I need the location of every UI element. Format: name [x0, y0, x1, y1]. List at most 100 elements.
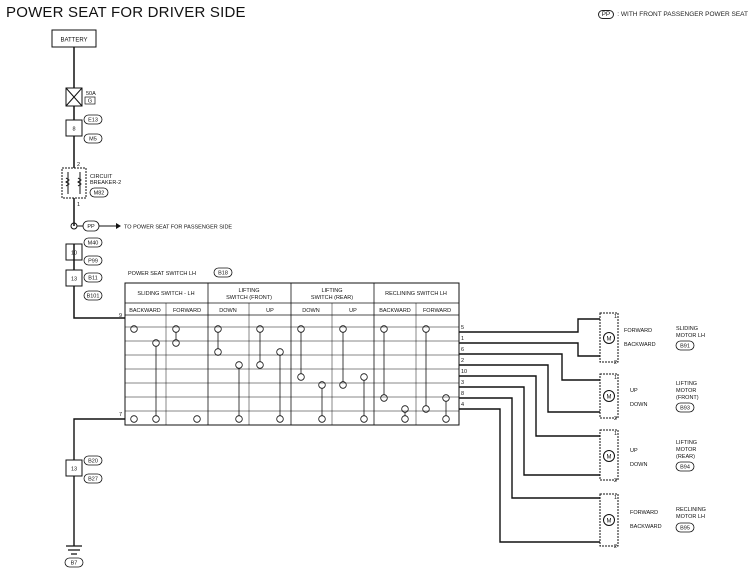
switch-block: SLIDING SWITCH - LH LIFTING SWITCH (FRON… — [119, 282, 467, 426]
svg-text:MOTOR: MOTOR — [676, 447, 696, 453]
svg-text:UP: UP — [349, 308, 357, 314]
svg-text:MOTOR LH: MOTOR LH — [676, 333, 705, 339]
svg-text:FORWARD: FORWARD — [630, 510, 658, 516]
svg-text:B95: B95 — [680, 526, 690, 532]
ground-wire: 13 B20 B27 — [65, 418, 125, 546]
svg-text:2: 2 — [614, 416, 617, 422]
svg-text:B27: B27 — [88, 477, 98, 483]
svg-text:B94: B94 — [680, 465, 690, 471]
svg-text:13: 13 — [71, 277, 77, 283]
svg-text:TO POWER SEAT FOR PASSENGER SI: TO POWER SEAT FOR PASSENGER SIDE — [124, 225, 232, 231]
svg-text:(REAR): (REAR) — [676, 454, 695, 460]
svg-text:CIRCUIT: CIRCUIT — [90, 174, 113, 180]
diagram-title: POWER SEAT FOR DRIVER SIDE — [6, 4, 246, 21]
svg-text:SLIDING SWITCH - LH: SLIDING SWITCH - LH — [137, 291, 194, 297]
svg-text:BACKWARD: BACKWARD — [129, 308, 161, 314]
svg-text:MOTOR: MOTOR — [676, 388, 696, 394]
battery-label: BATTERY — [60, 38, 87, 44]
svg-text:10: 10 — [461, 369, 467, 375]
svg-text:8: 8 — [72, 127, 75, 133]
svg-text:(FRONT): (FRONT) — [676, 395, 699, 401]
svg-text:5: 5 — [461, 325, 464, 331]
switch-block-id-pill — [213, 267, 233, 278]
fuse: 50A G — [65, 87, 96, 107]
svg-text:1: 1 — [614, 431, 617, 437]
motor-lifting-front: M 1 2 UP DOWN LIFTING MOTOR (FRONT) B93 — [599, 373, 699, 422]
ground-icon: B7 — [64, 545, 84, 568]
svg-text:2: 2 — [614, 544, 617, 550]
svg-text:B7: B7 — [71, 561, 78, 567]
svg-text:LIFTING: LIFTING — [676, 440, 697, 446]
svg-text:9: 9 — [119, 313, 122, 319]
svg-text:DOWN: DOWN — [630, 462, 647, 468]
switch-block-title: POWER SEAT SWITCH LH — [128, 271, 196, 277]
svg-text:1: 1 — [614, 375, 617, 381]
svg-text:M: M — [607, 395, 612, 401]
battery-box — [51, 29, 97, 48]
svg-text:3: 3 — [461, 380, 464, 386]
svg-text:M82: M82 — [94, 191, 105, 197]
motor-wires — [459, 318, 600, 543]
svg-text:UP: UP — [266, 308, 274, 314]
svg-text:P99: P99 — [88, 259, 98, 265]
power-feed-wire — [73, 47, 125, 319]
legend-code: PP — [597, 10, 615, 19]
svg-text:1: 1 — [461, 336, 464, 342]
svg-text:PP: PP — [87, 224, 95, 230]
svg-text:SLIDING: SLIDING — [676, 326, 698, 332]
svg-text:M: M — [607, 455, 612, 461]
svg-text:UP: UP — [630, 388, 638, 394]
svg-text:FORWARD: FORWARD — [624, 328, 652, 334]
svg-text:DOWN: DOWN — [302, 308, 319, 314]
motor-sliding: M 1 2 FORWARD BACKWARD SLIDING MOTOR LH … — [599, 312, 705, 366]
svg-text:B93: B93 — [680, 406, 690, 412]
svg-text:2: 2 — [461, 358, 464, 364]
connector-m40-p99: 10 M40 P99 — [65, 237, 103, 266]
svg-text:M: M — [607, 519, 612, 525]
svg-text:SWITCH (FRONT): SWITCH (FRONT) — [226, 295, 272, 301]
switch-block-id: B18 — [218, 271, 228, 277]
svg-text:M: M — [607, 337, 612, 343]
svg-text:13: 13 — [71, 467, 77, 473]
svg-text:SWITCH (REAR): SWITCH (REAR) — [311, 295, 353, 301]
svg-text:2: 2 — [614, 478, 617, 484]
motor-reclining: M 1 2 FORWARD BACKWARD RECLINING MOTOR L… — [599, 493, 706, 550]
passenger-link: PP TO POWER SEAT FOR PASSENGER SIDE — [70, 220, 232, 232]
svg-text:RECLINING SWITCH LH: RECLINING SWITCH LH — [385, 291, 447, 297]
circuit-breaker: 2 CIRCUIT BREAKER-2 M82 1 — [61, 162, 121, 208]
svg-text:8: 8 — [461, 391, 464, 397]
svg-text:B11: B11 — [88, 276, 97, 282]
svg-text:10: 10 — [71, 251, 77, 257]
svg-text:MOTOR LH: MOTOR LH — [676, 514, 705, 520]
svg-text:2: 2 — [614, 360, 617, 366]
svg-text:4: 4 — [461, 402, 464, 408]
svg-text:G: G — [88, 99, 92, 105]
svg-text:LIFTING: LIFTING — [676, 381, 697, 387]
svg-text:UP: UP — [630, 448, 638, 454]
svg-text:1: 1 — [77, 202, 80, 208]
svg-text:DOWN: DOWN — [630, 402, 647, 408]
svg-text:DOWN: DOWN — [219, 308, 236, 314]
svg-text:2: 2 — [77, 162, 80, 168]
motor-lifting-rear: M 1 2 UP DOWN LIFTING MOTOR (REAR) B94 — [599, 429, 697, 484]
svg-text:50A: 50A — [86, 91, 96, 97]
svg-text:RECLINING: RECLINING — [676, 507, 706, 513]
svg-text:LIFTING: LIFTING — [321, 288, 342, 294]
svg-text:FORWARD: FORWARD — [173, 308, 201, 314]
svg-text:M5: M5 — [89, 137, 97, 143]
svg-text:1: 1 — [614, 495, 617, 501]
svg-text:B91: B91 — [680, 344, 690, 350]
svg-text:1: 1 — [614, 314, 617, 320]
legend-text: : WITH FRONT PASSENGER POWER SEAT — [617, 11, 748, 18]
svg-text:BACKWARD: BACKWARD — [379, 308, 411, 314]
connector-e13-m5: 8 E13 M5 — [65, 114, 103, 144]
connector-b11-b101: 13 B11 B101 — [65, 269, 103, 301]
svg-text:B20: B20 — [88, 459, 98, 465]
svg-text:LIFTING: LIFTING — [238, 288, 259, 294]
svg-text:BACKWARD: BACKWARD — [630, 524, 662, 530]
svg-text:6: 6 — [461, 347, 464, 353]
svg-text:E13: E13 — [88, 118, 98, 124]
svg-text:BACKWARD: BACKWARD — [624, 342, 656, 348]
svg-text:B101: B101 — [87, 294, 100, 300]
